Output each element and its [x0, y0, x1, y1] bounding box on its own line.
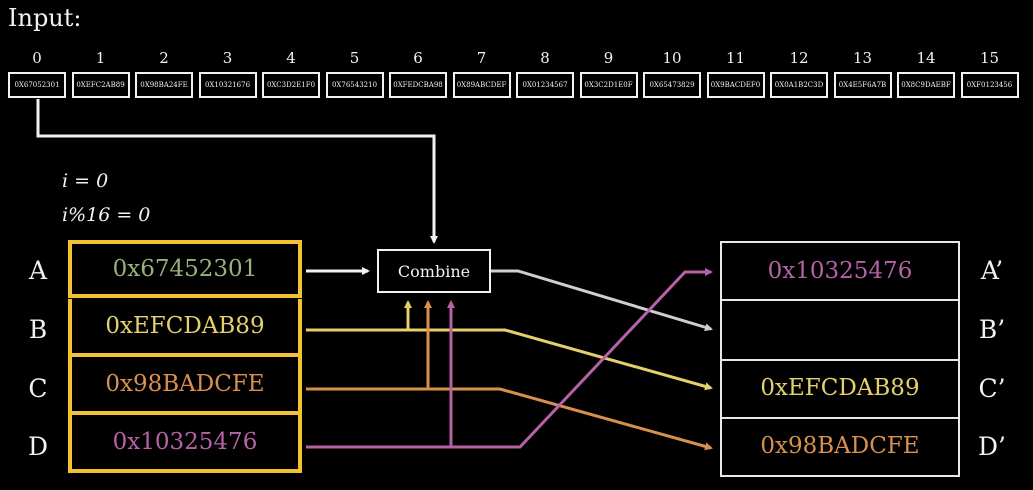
input-index: 2 — [159, 49, 169, 67]
input-index: 5 — [349, 49, 360, 67]
input-word-cell: 0X76543210 — [325, 72, 384, 98]
register-d-value: 0x10325476 — [68, 415, 302, 473]
loop-index-label: i = 0 — [62, 170, 109, 192]
input-word-cell: 0X8C9DAEBF — [897, 72, 955, 98]
input-index: 1 — [95, 49, 106, 67]
register-label-d-prime: D’ — [978, 432, 1006, 461]
input-index: 4 — [286, 49, 296, 67]
register-label-d: D — [27, 432, 49, 461]
input-word-cell: 0X89ABCDEF — [452, 72, 511, 98]
input-title: Input: — [8, 4, 82, 32]
input-word-cell: 0XEFC2AB89 — [71, 72, 130, 98]
input-index: 12 — [789, 49, 809, 67]
register-d-prime-value: 0x98BADCFE — [720, 417, 960, 477]
register-c-value: 0x98BADCFE — [68, 357, 302, 415]
input-word-cell: 0X10321676 — [198, 72, 257, 98]
input-index: 9 — [603, 49, 614, 67]
input-word-cell: 0X4E5F6A7B — [833, 72, 892, 98]
input-index: 7 — [476, 49, 487, 67]
input-index: 8 — [540, 49, 550, 67]
register-label-b-prime: B’ — [978, 315, 1006, 344]
register-a-value: 0x67452301 — [68, 240, 302, 298]
register-label-b: B — [28, 315, 48, 344]
input-word-cell: 0X67052301 — [8, 72, 66, 98]
register-label-a: A — [28, 256, 48, 285]
input-word-cell: 0X98BA24FE — [135, 72, 193, 98]
input-index: 15 — [979, 49, 1000, 67]
input-index: 13 — [852, 49, 873, 67]
input-word-cell: 0XC3D2E1F0 — [262, 72, 320, 98]
register-label-a-prime: A’ — [980, 256, 1004, 285]
combine-box: Combine — [377, 249, 491, 293]
input-index: 3 — [222, 49, 233, 67]
arrow-d-to-a-prime — [451, 268, 713, 449]
register-b-prime-value — [720, 301, 960, 361]
arrow-c-to-d-prime — [428, 387, 713, 451]
arrow-input-to-combine — [36, 99, 438, 244]
input-index: 6 — [413, 49, 423, 67]
word-index-label: i%16 = 0 — [62, 204, 151, 226]
input-word-cell: 0X0A1B2C3D — [770, 72, 828, 98]
input-word-cell: 0X01234567 — [516, 72, 574, 98]
register-label-c-prime: C’ — [978, 374, 1006, 403]
input-word-cell: 0X9BACDEF0 — [706, 72, 765, 98]
input-index: 0 — [32, 49, 42, 67]
register-b-value: 0xEFCDAB89 — [68, 299, 302, 357]
arrow-c-to-combine — [306, 300, 432, 391]
register-c-prime-value: 0xEFCDAB89 — [720, 359, 960, 419]
input-word-cell: 0X3C2D1E0F — [579, 72, 638, 98]
input-word-cell: 0XFEDCBA98 — [389, 72, 447, 98]
input-index: 11 — [725, 49, 746, 67]
input-index: 10 — [662, 49, 682, 67]
register-a-prime-value: 0x10325476 — [720, 241, 960, 301]
arrow-combine-to-b-prime — [491, 269, 713, 332]
input-word-cell: 0XF0123456 — [960, 72, 1019, 98]
register-label-c: C — [28, 374, 48, 403]
arrow-b-to-c-prime — [306, 328, 713, 391]
input-index: 14 — [916, 49, 936, 67]
input-word-cell: 0X65473829 — [643, 72, 701, 98]
